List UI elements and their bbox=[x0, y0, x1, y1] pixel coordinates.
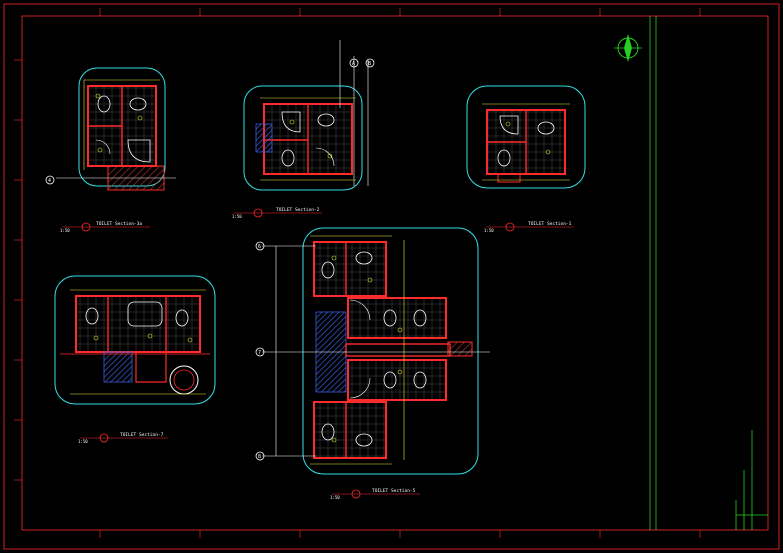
plan-title: TOILET Section-2 bbox=[276, 207, 320, 213]
plan-title-2: 1:50 TOILET Section-2 bbox=[232, 207, 322, 219]
plan-title-1: 1:50 TOILET Section-1 bbox=[484, 221, 574, 233]
grid-bubble-label: A bbox=[352, 61, 355, 67]
grid-bubble-icon bbox=[349, 58, 359, 68]
plan-title: TOILET Section-1 bbox=[528, 221, 572, 227]
scale-label: 1:50 bbox=[60, 228, 70, 233]
scale-label: 1:50 bbox=[232, 214, 242, 219]
frame-ticks bbox=[14, 8, 701, 538]
grid-bubble-icon bbox=[255, 451, 265, 461]
inner-frame bbox=[21, 15, 769, 531]
grid-bubble-label: 4 bbox=[48, 178, 51, 184]
scale-label: 1:50 bbox=[330, 495, 340, 500]
plan-title-3a: 1:50 TOILET Section-3a bbox=[60, 221, 150, 233]
plan-title: TOILET Section-7 bbox=[120, 432, 164, 438]
grid-bubble-icon bbox=[365, 58, 375, 68]
grid-bubble-label: 6 bbox=[258, 244, 261, 250]
grid-bubble-icon bbox=[255, 241, 265, 251]
north-arrow-icon bbox=[614, 34, 642, 62]
scale-label: 1:50 bbox=[484, 228, 494, 233]
plan-title-5: 1:50 TOILET Section-5 bbox=[330, 488, 420, 500]
plan-toilet-section-2: A B bbox=[243, 40, 375, 191]
grid-bubble-label: B bbox=[368, 61, 371, 67]
plan-title: TOILET Section-5 bbox=[372, 488, 416, 494]
grid-bubble-label: 7 bbox=[258, 350, 261, 356]
title-block bbox=[649, 16, 768, 530]
outer-frame bbox=[3, 3, 780, 550]
plan-toilet-section-7 bbox=[54, 275, 216, 405]
grid-bubble-icon bbox=[255, 347, 265, 357]
grid-bubble-label: 8 bbox=[258, 454, 261, 460]
plan-toilet-section-5: 6 7 8 bbox=[255, 227, 490, 475]
plan-toilet-section-1 bbox=[466, 85, 586, 189]
plan-title-7: 1:50 TOILET Section-7 bbox=[78, 432, 168, 444]
plan-title: TOILET Section-3a bbox=[96, 221, 142, 227]
plan-toilet-section-3a bbox=[45, 67, 176, 191]
scale-label: 1:50 bbox=[78, 439, 88, 444]
